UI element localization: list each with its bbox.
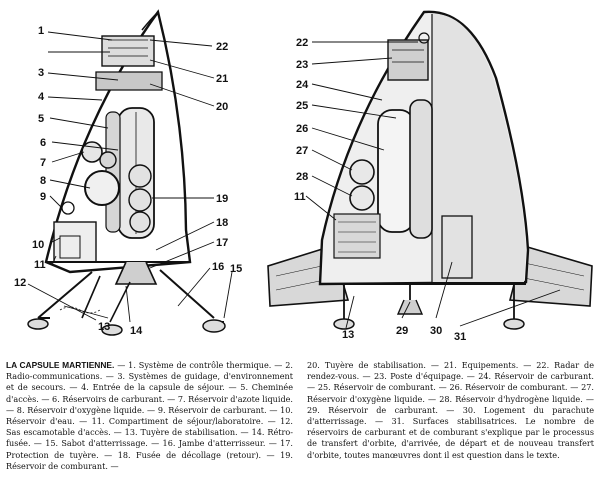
label-r-30: 30 — [430, 325, 442, 337]
label-22: 22 — [216, 41, 228, 53]
label-10: 10 — [32, 239, 44, 251]
label-14: 14 — [130, 325, 143, 337]
label-4: 4 — [38, 91, 45, 103]
label-r-23: 23 — [296, 59, 308, 71]
caption-column-2: 20. Tuyère de stabilisation. — 21. Equip… — [307, 360, 594, 484]
label-20: 20 — [216, 101, 228, 113]
label-r-28: 28 — [296, 171, 308, 183]
right-cutaway-view — [267, 10, 593, 330]
label-17: 17 — [216, 237, 228, 249]
label-5: 5 — [38, 113, 44, 125]
label-r-25: 25 — [296, 100, 308, 112]
label-6: 6 — [40, 137, 46, 149]
label-8: 8 — [40, 175, 46, 187]
label-1: 1 — [38, 25, 44, 37]
label-7: 7 — [40, 157, 46, 169]
label-r-26: 26 — [296, 123, 308, 135]
label-13: 13 — [98, 321, 110, 333]
caption-text-1: — 1. Système de contrôle thermique. — 2.… — [6, 360, 293, 471]
left-cutaway-view — [27, 9, 226, 336]
label-r-24: 24 — [296, 79, 309, 91]
label-r-11: 11 — [294, 191, 306, 203]
label-16: 16 — [212, 261, 224, 273]
label-18: 18 — [216, 217, 228, 229]
right-callout-labels: 22 23 24 25 26 27 28 11 13 29 30 31 — [294, 37, 466, 343]
label-r-29: 29 — [396, 325, 408, 337]
label-19: 19 — [216, 193, 228, 205]
left-callout-labels: 1 22 3 21 4 20 5 6 7 8 9 19 18 10 17 11 … — [14, 25, 242, 337]
label-9: 9 — [40, 191, 46, 203]
capsule-diagram: 1 22 3 21 4 20 5 6 7 8 9 19 18 10 17 11 … — [14, 9, 593, 343]
label-11: 11 — [34, 259, 46, 271]
label-r-13: 13 — [342, 329, 354, 341]
label-r-27: 27 — [296, 145, 308, 157]
label-3: 3 — [38, 67, 44, 79]
left-leader-lines — [27, 31, 233, 323]
right-leader-lines — [305, 41, 561, 329]
figure-caption: LA CAPSULE MARTIENNE. — 1. Système de co… — [6, 360, 594, 484]
label-r-22: 22 — [296, 37, 308, 49]
label-12: 12 — [14, 277, 26, 289]
caption-text-2: 20. Tuyère de stabilisation. — 21. Equip… — [307, 360, 594, 460]
caption-column-1: LA CAPSULE MARTIENNE. — 1. Système de co… — [6, 360, 293, 484]
label-15: 15 — [230, 263, 242, 275]
label-r-31: 31 — [454, 331, 466, 343]
label-21: 21 — [216, 73, 228, 85]
caption-title: LA CAPSULE MARTIENNE. — [6, 360, 115, 370]
